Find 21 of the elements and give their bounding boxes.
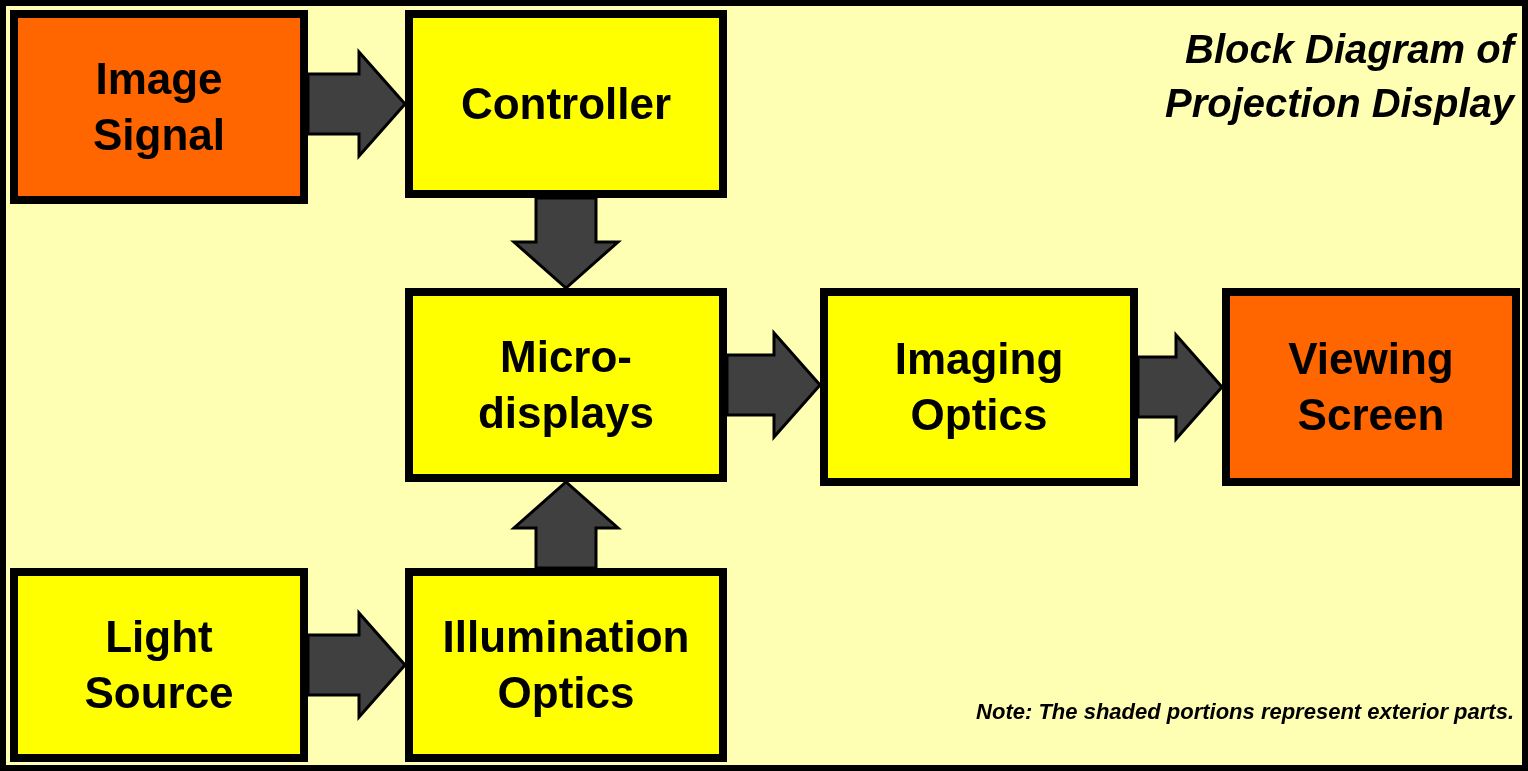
block-arrow [510, 196, 622, 290]
block-arrow [1136, 331, 1224, 443]
box-label: Controller [459, 78, 673, 130]
process-box [10, 568, 308, 762]
process-box [405, 10, 727, 198]
process-box [405, 568, 727, 762]
block-arrow [306, 48, 407, 160]
block-arrow [510, 480, 622, 570]
box-label: Image Signal [92, 53, 226, 161]
process-box [820, 288, 1138, 486]
process-box [10, 10, 308, 204]
box-label: Viewing Screen [1287, 333, 1455, 441]
box-label: Light Source [83, 611, 235, 719]
box-label: Illumination Optics [441, 611, 691, 719]
process-box [405, 288, 727, 482]
block-arrow [725, 329, 822, 441]
box-label: Imaging Optics [893, 333, 1065, 441]
process-box [1222, 288, 1520, 486]
block-arrow [306, 609, 407, 721]
box-label: Micro- displays [476, 331, 656, 439]
note-text: Note: The shaded portions represent exterior parts. [976, 698, 1514, 726]
